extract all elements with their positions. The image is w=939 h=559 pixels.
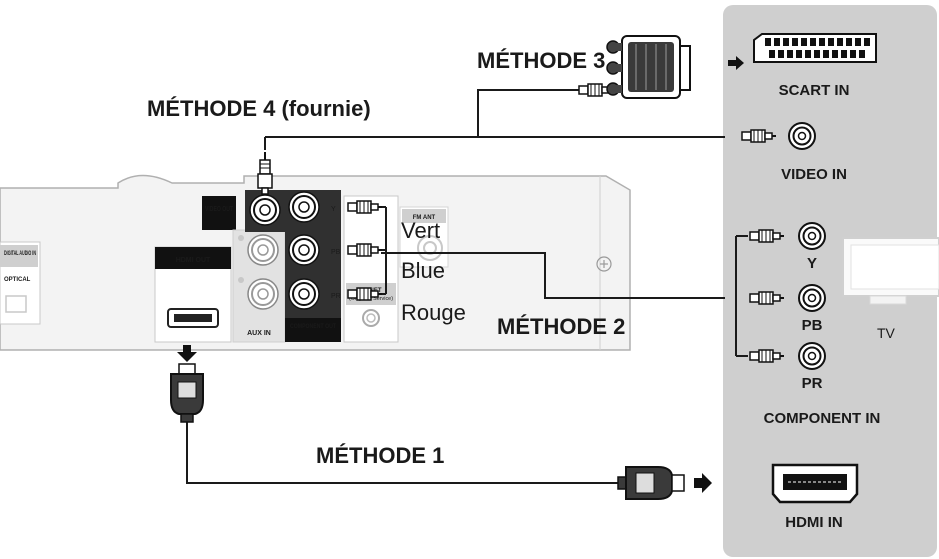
component-out-label: COMPONENT OUT bbox=[290, 324, 336, 330]
color-vert-label: Vert bbox=[401, 218, 440, 243]
fm-ant-label: FM ANT bbox=[413, 215, 436, 221]
color-blue-label: Blue bbox=[401, 258, 445, 283]
component-y-jack bbox=[798, 222, 826, 250]
scart-in-port bbox=[728, 33, 877, 70]
video-in-jack bbox=[788, 122, 816, 150]
tv-icon: TV bbox=[842, 237, 939, 341]
hdmi-plug-vertical bbox=[170, 345, 204, 423]
digital-audio-in-label: DIGITAL AUDIO IN bbox=[4, 251, 36, 257]
component-pb-jack bbox=[798, 284, 826, 312]
method-4-label: MÉTHODE 4 (fournie) bbox=[147, 96, 371, 121]
aux-in-block: AUX IN bbox=[232, 229, 286, 343]
aux-in-label: AUX IN bbox=[247, 330, 271, 337]
jack-pb-label: PB bbox=[331, 249, 341, 256]
method-1-label: MÉTHODE 1 bbox=[316, 443, 444, 468]
screw-icon bbox=[596, 256, 612, 272]
component-in-label: COMPONENT IN bbox=[764, 410, 881, 427]
hdmi-plug-horizontal bbox=[617, 466, 712, 500]
fm-ant-block: FA NET (Only For Service) FM ANT bbox=[343, 195, 449, 343]
arrow-right-icon bbox=[728, 56, 744, 70]
component-out-block: Y PB PR COMPONENT OUT bbox=[285, 190, 341, 342]
component-pr-jack bbox=[798, 342, 826, 370]
jack-y-label: Y bbox=[331, 206, 336, 213]
video-out-label-box: VIDEO OUT bbox=[202, 196, 236, 230]
component-pb-label: PB bbox=[802, 317, 823, 334]
color-rouge-label: Rouge bbox=[401, 300, 466, 325]
video-in-label: VIDEO IN bbox=[781, 166, 847, 183]
video-out-label: VIDEO OUT bbox=[205, 206, 234, 213]
jack-pr-label: PR bbox=[331, 293, 341, 300]
tv-label: TV bbox=[877, 325, 896, 341]
component-pr-label: PR bbox=[802, 375, 823, 392]
video-plug-top bbox=[257, 152, 273, 195]
method-2-label: MÉTHODE 2 bbox=[497, 314, 625, 339]
optical-label: OPTICAL bbox=[4, 277, 31, 283]
component-y-label: Y bbox=[807, 255, 817, 272]
video-out-jack bbox=[245, 190, 285, 232]
arrow-up-icon bbox=[183, 347, 191, 352]
scart-in-label: SCART IN bbox=[779, 82, 850, 99]
scart-adapter-icon bbox=[606, 35, 691, 99]
method-3-label: MÉTHODE 3 bbox=[477, 48, 605, 73]
hdmi-in-label: HDMI IN bbox=[785, 514, 843, 531]
hdmi-out-label: HDMI OUT bbox=[176, 257, 211, 264]
hdmi-out-port: HDMI OUT bbox=[154, 246, 232, 343]
tv-panel bbox=[723, 5, 937, 557]
hdmi-in-port bbox=[771, 463, 859, 504]
